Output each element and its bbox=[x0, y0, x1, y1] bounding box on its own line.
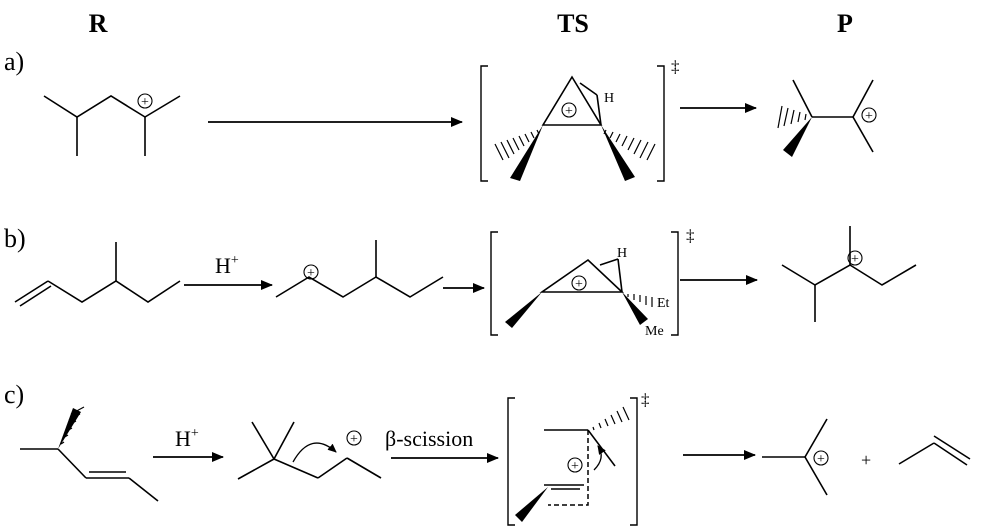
row-a-ts-cyclopropane bbox=[541, 75, 603, 126]
row-a-product-hashes bbox=[777, 105, 807, 129]
row-a-product bbox=[792, 79, 874, 153]
row-a-label: a) bbox=[4, 47, 24, 76]
row-a-ts-brackets bbox=[480, 65, 665, 182]
row-b-reagent: H+ bbox=[215, 253, 239, 278]
row-c-ts-wedge bbox=[515, 487, 548, 522]
row-a-ts-hashes bbox=[494, 129, 656, 161]
row-c-reactant bbox=[20, 448, 159, 502]
row-b-ts-et: Et bbox=[657, 296, 670, 311]
row-a-reactant-charge: + bbox=[137, 93, 153, 110]
row-b-ts-h: H bbox=[617, 246, 627, 261]
svg-text:+: + bbox=[141, 95, 149, 110]
row-c-ts-mark: ‡ bbox=[641, 390, 650, 409]
row-b-intermediate-charge: + bbox=[303, 264, 319, 281]
row-c-reagent: H+ bbox=[175, 426, 199, 451]
header-product: P bbox=[837, 9, 853, 38]
row-b-intermediate bbox=[275, 240, 444, 298]
row-b-product-charge: + bbox=[847, 250, 863, 267]
row-b-ts-cyclopropane bbox=[539, 258, 625, 293]
svg-text:+: + bbox=[851, 252, 859, 267]
row-c-ts-curly-arrow bbox=[593, 445, 606, 471]
row-c-reactant-hashes bbox=[60, 406, 85, 445]
svg-text:+: + bbox=[865, 109, 873, 124]
row-c-ts-dashed-bond bbox=[548, 430, 589, 506]
row-c-curly-arrow bbox=[292, 442, 337, 463]
row-c-reactant-wedge bbox=[58, 408, 81, 449]
row-c-product-charge: + bbox=[813, 450, 829, 467]
row-c-product-1 bbox=[762, 418, 828, 496]
row-c-ts-charge: + bbox=[567, 457, 583, 474]
svg-text:+: + bbox=[571, 459, 579, 474]
header-ts: TS bbox=[557, 9, 589, 38]
row-c-label: c) bbox=[4, 380, 24, 409]
row-a-product-charge: + bbox=[861, 107, 877, 124]
row-b-ts-me: Me bbox=[645, 324, 664, 339]
svg-text:+: + bbox=[565, 104, 573, 119]
row-a-ts-charge: + bbox=[561, 102, 577, 119]
svg-text:+: + bbox=[350, 432, 358, 447]
row-b-ts-charge: + bbox=[571, 275, 587, 292]
row-c-intermediate bbox=[237, 421, 382, 480]
row-c-ts-hashes bbox=[592, 406, 630, 431]
row-b-ts-wedge-left bbox=[505, 292, 542, 328]
svg-text:+: + bbox=[575, 277, 583, 292]
row-b-ts-brackets bbox=[490, 231, 679, 336]
row-b-ts-mark: ‡ bbox=[686, 226, 695, 245]
svg-text:+: + bbox=[817, 452, 825, 467]
svg-text:+: + bbox=[307, 266, 315, 281]
row-a-product-wedge bbox=[783, 117, 812, 157]
row-a-ts-mark: ‡ bbox=[671, 57, 680, 76]
header-reactant: R bbox=[89, 9, 108, 38]
row-c-product-2 bbox=[898, 435, 971, 466]
row-b-product bbox=[781, 226, 917, 322]
row-a-reactant bbox=[43, 95, 181, 156]
row-c-step-label: β-scission bbox=[385, 426, 473, 451]
row-a-ts-h: H bbox=[604, 91, 614, 106]
row-b-label: b) bbox=[4, 224, 26, 253]
row-c-plus: + bbox=[861, 450, 871, 470]
row-c-intermediate-charge: + bbox=[346, 430, 362, 447]
row-b-reactant bbox=[14, 242, 181, 307]
row-b-ts-wedge-me bbox=[622, 292, 648, 325]
row-c-ts-brackets bbox=[507, 397, 638, 526]
row-a-ts-wedges bbox=[510, 125, 635, 181]
row-b-ts-hashes bbox=[627, 294, 653, 307]
